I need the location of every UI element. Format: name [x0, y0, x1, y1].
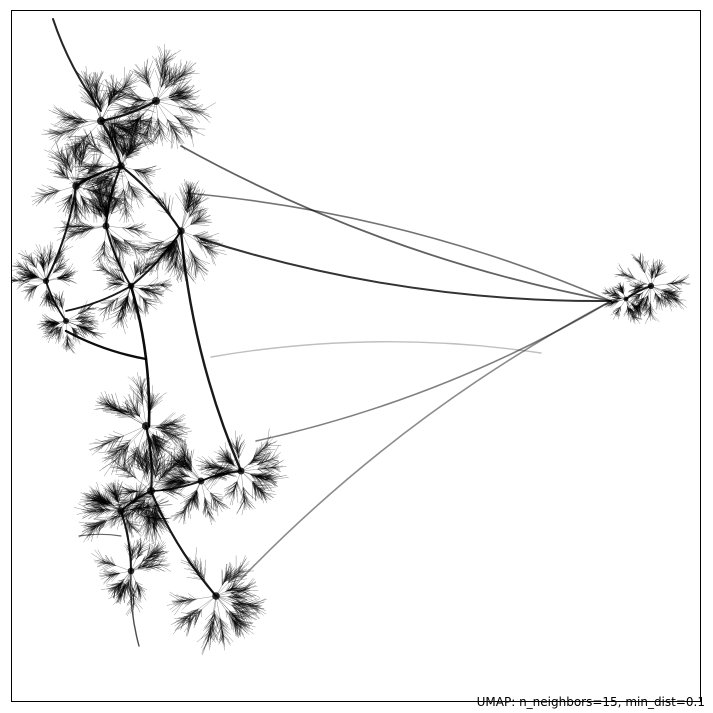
cluster-burst [36, 288, 106, 355]
cluster-core [177, 227, 185, 235]
cluster-core [197, 477, 205, 485]
cluster-burst [68, 109, 162, 224]
bridge-edge [150, 480, 202, 492]
cluster-burst [53, 172, 153, 266]
cluster-hairs [88, 372, 193, 482]
bridge-edge [99, 99, 158, 123]
bridge-edge [120, 510, 132, 572]
cluster-core [237, 467, 245, 475]
umap-parameters-label: UMAP: n_neighbors=15, min_dist=0.1 [476, 695, 705, 709]
cluster-burst [134, 178, 227, 284]
cluster-burst [12, 241, 79, 313]
bridge-edge [52, 18, 102, 112]
cluster-hairs [41, 66, 159, 165]
cluster-burst [601, 279, 647, 325]
bridge-edge [45, 185, 77, 282]
bridge-edge [185, 192, 612, 302]
cluster-core [117, 162, 125, 170]
cluster-core [127, 567, 135, 575]
cluster-hairs [153, 437, 242, 526]
cluster-hairs [194, 428, 289, 516]
bridge-edge [149, 489, 218, 598]
bridge-edge [129, 284, 151, 428]
bridge-edge [65, 285, 132, 312]
cluster-burst [92, 247, 173, 335]
cluster-core [72, 182, 80, 190]
bridge-edge [180, 145, 612, 302]
umap-embedding-plot [12, 18, 691, 656]
cluster-burst [614, 252, 691, 325]
cluster-core [152, 97, 160, 105]
bridge-edge [99, 119, 123, 168]
bridge-edge [64, 329, 148, 361]
cluster-hairs [166, 547, 267, 656]
cluster-hairs [601, 279, 647, 325]
cluster-hairs [97, 430, 190, 546]
cluster-core [647, 282, 655, 290]
bridge-edge [104, 164, 123, 228]
cluster-hairs [12, 241, 79, 313]
cluster-core [117, 507, 125, 515]
cluster-hairs [31, 132, 130, 231]
cluster-burst [31, 132, 130, 231]
cluster-burst [166, 547, 267, 656]
bridge-edge [130, 570, 140, 647]
cluster-hairs [36, 288, 106, 355]
cluster-core [623, 296, 629, 302]
bridge-edge [130, 230, 182, 287]
cluster-hairs [92, 247, 173, 335]
bridge-edge [78, 533, 122, 537]
bridge-layer [45, 18, 652, 647]
cluster-hairs [614, 252, 691, 325]
cluster-hairs [53, 172, 153, 266]
bridge-edge [240, 300, 612, 580]
cluster-burst [97, 430, 190, 546]
cluster-burst [91, 537, 172, 617]
cluster-burst [194, 428, 289, 516]
cluster-hairs [98, 43, 217, 151]
cluster-burst [74, 478, 173, 543]
cluster-core [212, 592, 220, 600]
cluster-core [97, 117, 105, 125]
cluster-burst [98, 43, 217, 151]
cluster-layer [12, 43, 691, 656]
cluster-core [127, 282, 135, 290]
cluster-core [63, 318, 69, 324]
cluster-hairs [68, 109, 162, 224]
cluster-core [42, 277, 50, 285]
cluster-hairs [91, 537, 172, 617]
plot-area [11, 10, 701, 702]
bridge-edge [179, 229, 243, 473]
bridge-edge [200, 238, 612, 303]
bridge-edge [74, 164, 123, 188]
bridge-edge [119, 164, 183, 233]
cluster-core [102, 222, 110, 230]
cluster-hairs [134, 178, 227, 284]
cluster-core [147, 487, 155, 495]
bridge-edge [210, 341, 542, 358]
cluster-burst [41, 66, 159, 165]
bridge-edge [45, 280, 67, 322]
bridge-edge [105, 225, 132, 287]
bridge-edge [144, 424, 153, 493]
cluster-burst [88, 372, 193, 482]
bridge-edge [255, 300, 612, 442]
cluster-core [142, 422, 150, 430]
cluster-burst [153, 437, 242, 526]
cluster-hairs [74, 478, 173, 543]
